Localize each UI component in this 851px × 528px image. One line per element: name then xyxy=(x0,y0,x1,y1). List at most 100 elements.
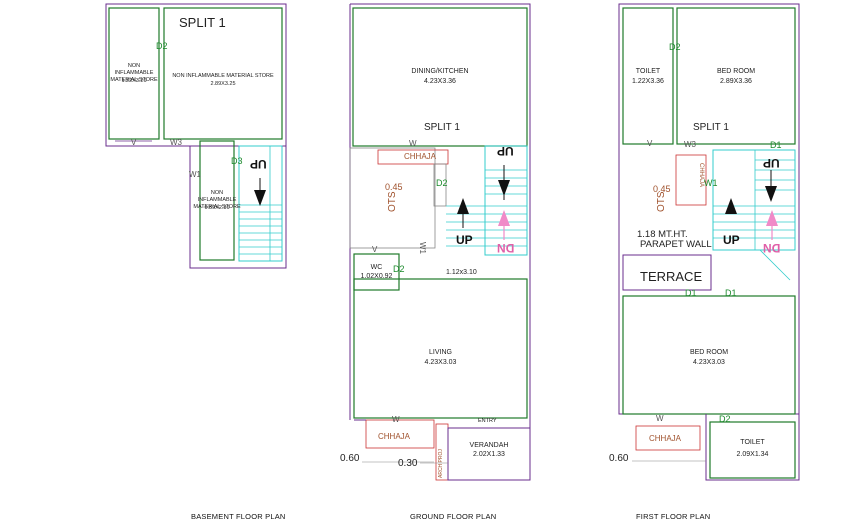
ground-living-room xyxy=(353,278,528,419)
ground-d2-label: D2 xyxy=(436,178,448,188)
basement-stair-treads xyxy=(239,146,282,261)
first-chhaja-bottom xyxy=(635,425,701,451)
ground-chhaja-bottom xyxy=(365,419,435,449)
basement-up-label: UP xyxy=(250,157,267,171)
first-d1-a-label: D1 xyxy=(685,288,697,298)
basement-d2-label: D2 xyxy=(156,41,168,51)
ground-verandah-dim: 2.02X1.33 xyxy=(473,451,505,458)
first-w3-label: W3 xyxy=(684,140,696,149)
first-up-arrow xyxy=(725,198,737,214)
first-terrace-label: TERRACE xyxy=(640,269,703,284)
basement-outer-wall xyxy=(105,3,287,147)
ground-up-label: UP xyxy=(456,233,473,247)
first-toilet-bottom-dim: 2.09X1.34 xyxy=(736,451,769,458)
ground-dim-060: 0.60 xyxy=(340,453,360,464)
ground-title: GROUND FLOOR PLAN xyxy=(410,512,497,521)
first-toilet-bottom xyxy=(709,421,796,479)
first-bedroom-top xyxy=(676,7,796,145)
ground-chhaja-bottom-label: CHHAJA xyxy=(378,432,411,441)
ground-entry-label: ENTRY xyxy=(478,418,497,424)
basement-store-lower xyxy=(199,140,235,261)
first-stair-treads xyxy=(713,150,795,281)
first-bedroom-bottom-dim: 4.23X3.03 xyxy=(693,359,725,366)
first-d1-b-label: D1 xyxy=(725,288,737,298)
ground-ots-label: OTS xyxy=(387,191,398,212)
basement-title: BASEMENT FLOOR PLAN xyxy=(191,512,286,521)
first-bedroom-bottom xyxy=(622,295,796,415)
first-chhaja-bottom-label: CHHAJA xyxy=(649,434,682,443)
first-up-label: UP xyxy=(723,233,740,247)
ground-w-living-label: W xyxy=(392,415,400,424)
first-toilet-wall xyxy=(705,414,800,481)
basement-store-lower-name: NON INFLAMMABLE MATERIAL STORE xyxy=(193,190,241,210)
basement-split-label: SPLIT 1 xyxy=(179,15,226,30)
ground-v-label: V xyxy=(372,245,378,254)
first-stair xyxy=(712,149,796,251)
first-chhaja-side xyxy=(675,154,707,206)
first-dim-060: 0.60 xyxy=(609,453,629,464)
ground-wc-dim: 1.02X0.92 xyxy=(360,273,393,280)
first-parapet-wall: PARAPET WALL xyxy=(640,239,712,250)
ground-split-label: SPLIT 1 xyxy=(424,122,460,133)
basement-plan xyxy=(105,3,287,269)
ground-chhaja-top-label: CHHAJA xyxy=(404,152,437,161)
first-parapet-height: 1.18 MT.HT. xyxy=(637,229,688,240)
ground-w1-label: W1 xyxy=(418,242,427,254)
ground-ots-dim: 0.45 xyxy=(385,182,403,192)
first-plan xyxy=(618,3,800,481)
ground-ots-area xyxy=(349,147,436,249)
ground-dim-030: 0.30 xyxy=(398,458,418,469)
first-d1-right-label: D1 xyxy=(770,140,782,150)
basement-store-right-dim: 2.89X3.25 xyxy=(210,81,236,87)
first-dn-label: DN xyxy=(763,241,781,255)
ground-w-top-label: W xyxy=(409,139,417,148)
first-toilet-top xyxy=(622,7,674,145)
first-d2-bottom-label: D2 xyxy=(719,414,731,424)
first-ots-label: OTS xyxy=(656,191,667,212)
ground-wc xyxy=(353,253,400,291)
first-w1-label: W1 xyxy=(704,178,718,188)
ground-verandah-name: VERANDAH xyxy=(469,442,509,449)
basement-stair xyxy=(238,145,283,262)
ground-arch-proj-label: ARCH PROJ xyxy=(438,449,444,478)
ground-living-name: LIVING xyxy=(429,349,452,356)
ground-dining-dim: 4.23X3.36 xyxy=(424,78,456,85)
basement-store-lower-dim: 0.89X2.36 xyxy=(204,205,230,211)
first-toilet-top-dim: 1.22X3.36 xyxy=(632,78,664,85)
first-w-bottom-label: W xyxy=(656,414,664,423)
basement-store-left-name: NON INFLAMMABLE MATERIAL STORE xyxy=(110,63,158,83)
ground-chhaja-top xyxy=(377,149,449,165)
basement-d3-label: D3 xyxy=(231,156,243,166)
ground-wc-name: WC xyxy=(370,264,383,271)
ground-dining-room xyxy=(352,7,528,147)
first-up-top-label: UP xyxy=(763,156,780,170)
ground-down-arrow xyxy=(498,180,510,196)
first-toilet-bottom-name: TOILET xyxy=(740,439,765,446)
first-d2-label: D2 xyxy=(669,42,681,52)
basement-lower-wall xyxy=(189,146,287,269)
first-split-label: SPLIT 1 xyxy=(693,122,729,133)
basement-v-label: V xyxy=(131,138,137,147)
ground-d2-wc-label: D2 xyxy=(393,264,405,274)
basement-store-left-dim: 1.22X3.26 xyxy=(121,78,147,84)
first-bedroom-bottom-name: BED ROOM xyxy=(689,349,729,356)
first-toilet-top-name: TOILET xyxy=(635,68,661,75)
ground-verandah xyxy=(447,427,531,481)
ground-stair-right xyxy=(484,145,528,256)
basement-stair-arrow xyxy=(254,190,266,206)
basement-store-left xyxy=(108,7,160,140)
basement-store-right-name: NON INFLAMMABLE MATERIAL STORE xyxy=(172,73,274,79)
basement-w3-label: W3 xyxy=(170,138,182,147)
first-ots-dim: 0.45 xyxy=(653,184,671,194)
basement-w1-label: W1 xyxy=(189,170,201,179)
first-title: FIRST FLOOR PLAN xyxy=(636,512,711,521)
first-bedroom-top-name: BED ROOM xyxy=(716,68,756,75)
ground-d2-door-box xyxy=(433,163,447,207)
first-bedroom-top-dim: 2.89X3.36 xyxy=(720,78,752,85)
ground-dn-arrow-pink xyxy=(498,210,510,226)
basement-store-right xyxy=(163,7,283,140)
ground-living-dim: 4.23X3.03 xyxy=(424,359,457,366)
ground-dn-label: DN xyxy=(497,241,515,255)
ground-up-arrow xyxy=(457,198,469,214)
